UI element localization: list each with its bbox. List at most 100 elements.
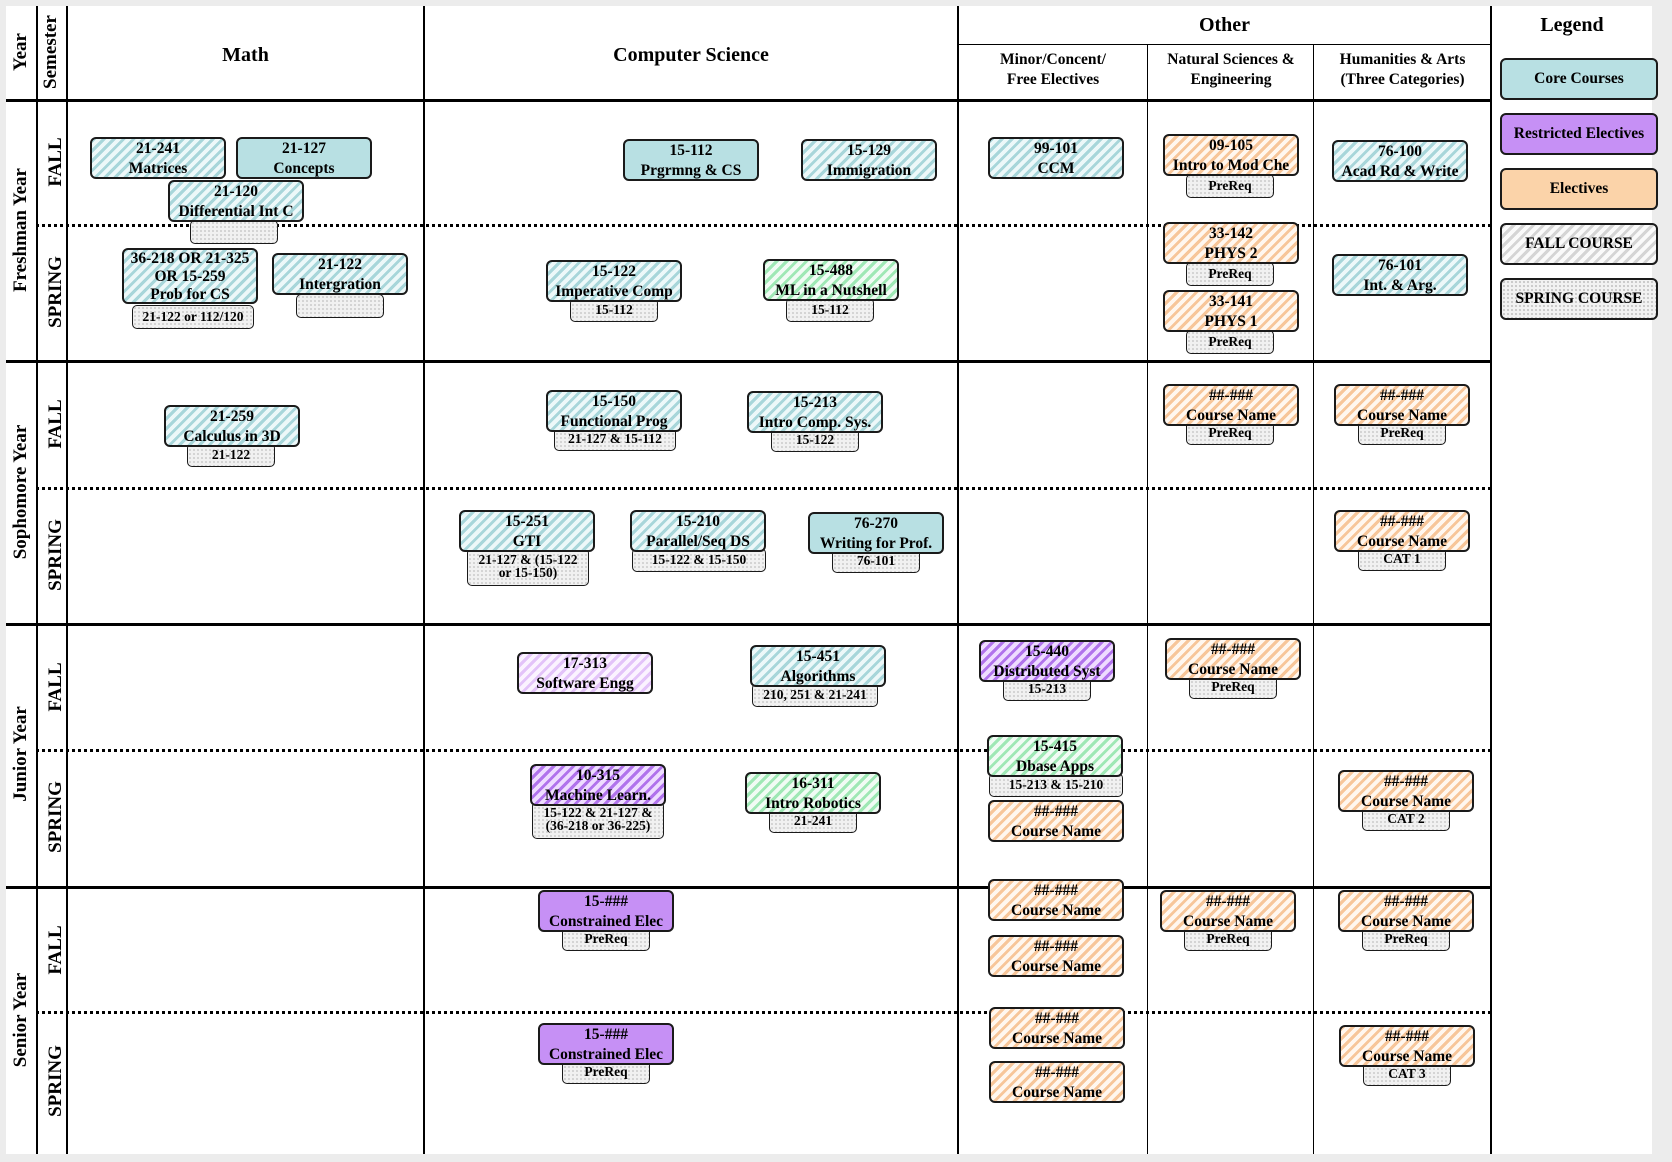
year-label-junior: Junior Year: [10, 706, 31, 802]
semester-divider: [36, 487, 1491, 490]
prereq-tab: 210, 251 & 21-241: [752, 683, 878, 707]
course-line: ##-###: [1380, 513, 1424, 530]
course-line: Matrices: [128, 160, 188, 177]
prereq-text: 21-122 or 112/120: [142, 309, 244, 324]
prereq-tab: 15-122 & 21-127 &(36-218 or 36-225): [532, 801, 664, 839]
course-line: Intro Robotics: [765, 795, 861, 812]
course-card: ##-###Course Name: [1334, 384, 1470, 426]
course-card: 15-###Constrained Elec: [538, 1023, 674, 1065]
prereq-text: 76-101: [856, 553, 896, 568]
course-line: ##-###: [1384, 893, 1428, 910]
course-line: 76-100: [1378, 143, 1422, 160]
hum-header-line: Humanities & Arts: [1339, 51, 1466, 68]
prereq-tab: 76-101: [832, 549, 920, 573]
course-line: 15-251: [505, 513, 549, 530]
minor-header-line: Free Electives: [1006, 71, 1100, 88]
prereq-tab: 15-112: [786, 298, 874, 322]
minor-header: Minor/Concent/ Free Electives: [959, 50, 1147, 90]
prereq-tab: PreReq: [1186, 174, 1274, 198]
prereq-text: or 15-150): [498, 565, 558, 580]
divider: [423, 6, 425, 1154]
prereq-text: 15-122: [795, 432, 835, 447]
course-line: Acad Rd & Write: [1341, 163, 1459, 180]
course-line: 99-101: [1034, 140, 1078, 157]
legend-spring-course: SPRING COURSE: [1500, 278, 1658, 320]
prereq-text: (36-218 or 36-225): [545, 818, 651, 833]
course-line: 15-213: [793, 394, 837, 411]
course-line: 15-210: [676, 513, 720, 530]
prereq-text: PreReq: [1211, 679, 1255, 694]
prereq-text: 21-122: [211, 447, 251, 462]
course-line: 15-451: [796, 648, 840, 665]
course-line: Imperative Comp: [555, 283, 673, 300]
year-label-freshman: Freshman Year: [10, 168, 31, 293]
prereq-tab: CAT 3: [1363, 1062, 1451, 1086]
course-line: 15-150: [592, 393, 636, 410]
course-line: Course Name: [1357, 533, 1447, 550]
course-line: ##-###: [1035, 1010, 1079, 1027]
year-label-sophomore: Sophomore Year: [10, 424, 31, 560]
semester-divider: [36, 1011, 1491, 1014]
prereq-tab: PreReq: [1186, 421, 1274, 445]
course-line: 21-122: [318, 256, 362, 273]
course-line: Calculus in 3D: [183, 428, 281, 445]
prereq-text: 21-127 & 15-112: [568, 431, 662, 446]
course-line: Dbase Apps: [1016, 758, 1094, 775]
course-card: ##-###Course Name: [1160, 890, 1296, 932]
course-line: Course Name: [1012, 1084, 1102, 1101]
year-divider: [6, 623, 1491, 626]
page: Year Semester Math Computer Science Othe…: [6, 6, 1658, 1154]
semester-label-fall: FALL: [45, 925, 66, 975]
course-line: ##-###: [1385, 1028, 1429, 1045]
natsci-header-line: Engineering: [1190, 71, 1272, 88]
course-line: 33-142: [1209, 225, 1253, 242]
prereq-tab: 15-213 & 15-210: [989, 773, 1123, 797]
course-line: Parallel/Seq DS: [646, 533, 750, 550]
course-line: Immigration: [826, 162, 912, 179]
prereq-text: 15-122 & 15-150: [651, 552, 747, 567]
prereq-text: 15-213 & 15-210: [1008, 777, 1104, 792]
math-header: Math: [222, 44, 269, 66]
prereq-tab: PreReq: [562, 927, 650, 951]
course-line: ##-###: [1034, 882, 1078, 899]
divider: [1313, 45, 1314, 1154]
prereq-tab: 21-241: [769, 809, 857, 833]
course-line: Course Name: [1361, 793, 1451, 810]
course-line: 21-127: [282, 140, 326, 157]
course-line: Prob for CS: [150, 286, 230, 303]
course-card: ##-###Course Name: [989, 1007, 1125, 1049]
prereq-text: PreReq: [1208, 425, 1252, 440]
course-line: CCM: [1037, 160, 1075, 177]
course-card: ##-###Course Name: [1163, 384, 1299, 426]
course-line: 15-415: [1033, 738, 1077, 755]
prereq-tab: CAT 2: [1362, 807, 1450, 831]
prereq-text: CAT 3: [1388, 1066, 1426, 1081]
prereq-text: PreReq: [1208, 178, 1252, 193]
course-line: 76-101: [1378, 257, 1422, 274]
cs-header: Computer Science: [613, 44, 769, 66]
prereq-tab: 15-213: [1003, 677, 1091, 701]
semester-label-fall: FALL: [45, 662, 66, 712]
course-line: 16-311: [791, 775, 835, 792]
course-line: Course Name: [1011, 902, 1101, 919]
prereq-text: 210, 251 & 21-241: [763, 687, 867, 702]
prereq-text: PreReq: [1208, 334, 1252, 349]
prereq-tab: PreReq: [1358, 421, 1446, 445]
course-line: 09-105: [1209, 137, 1253, 154]
prereq-text: 15-112: [811, 302, 849, 317]
prereq-tab: 15-122: [771, 428, 859, 452]
course-line: Constrained Elec: [548, 1046, 664, 1063]
